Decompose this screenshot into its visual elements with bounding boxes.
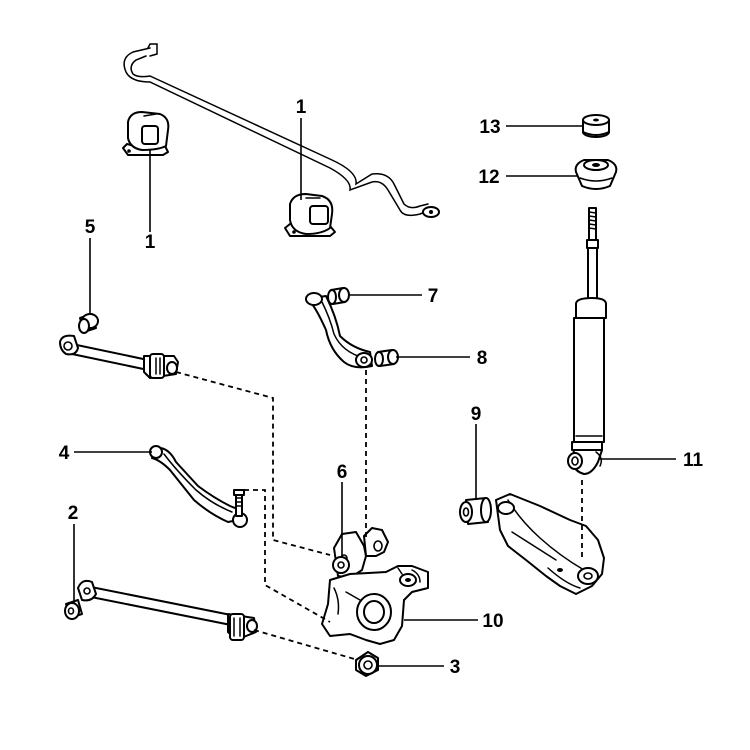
callout-11: 11 [683,450,704,471]
stabilizer-bushing-right [284,193,336,237]
callout-1-right: 1 [296,97,307,118]
assembly-lines [175,370,583,661]
link-2 [77,579,258,641]
bushing-5 [78,313,99,334]
callout-labels: 1 1 2 3 4 5 6 7 8 9 10 11 12 13 [59,97,704,678]
stabilizer-bar [123,43,440,218]
knuckle [321,527,429,645]
leader-lines [73,118,676,667]
callout-10: 10 [482,611,503,632]
bushing-12 [574,159,618,190]
callout-2: 2 [68,503,79,524]
callout-1-left: 1 [145,232,156,253]
callout-8: 8 [477,348,488,369]
callout-7: 7 [428,286,439,307]
bushing-7 [327,287,350,305]
link-5 [59,334,179,379]
lower-arm [495,493,605,595]
callout-12: 12 [478,167,499,188]
callout-9: 9 [471,404,482,425]
bushing-9 [459,497,492,525]
callout-3: 3 [450,657,461,678]
bushing-2 [64,599,83,620]
callout-4: 4 [59,443,70,464]
callout-5: 5 [85,217,96,238]
shock-absorber [567,207,607,475]
bushing-13 [582,114,610,138]
upper-arm [305,292,373,369]
bushing-8 [374,349,399,367]
stabilizer-bushing-left [122,111,170,156]
arm-4 [149,445,248,528]
bushing-3 [355,651,379,677]
bushing-6 [332,556,350,574]
callout-6: 6 [337,462,348,483]
callout-13: 13 [479,117,500,138]
